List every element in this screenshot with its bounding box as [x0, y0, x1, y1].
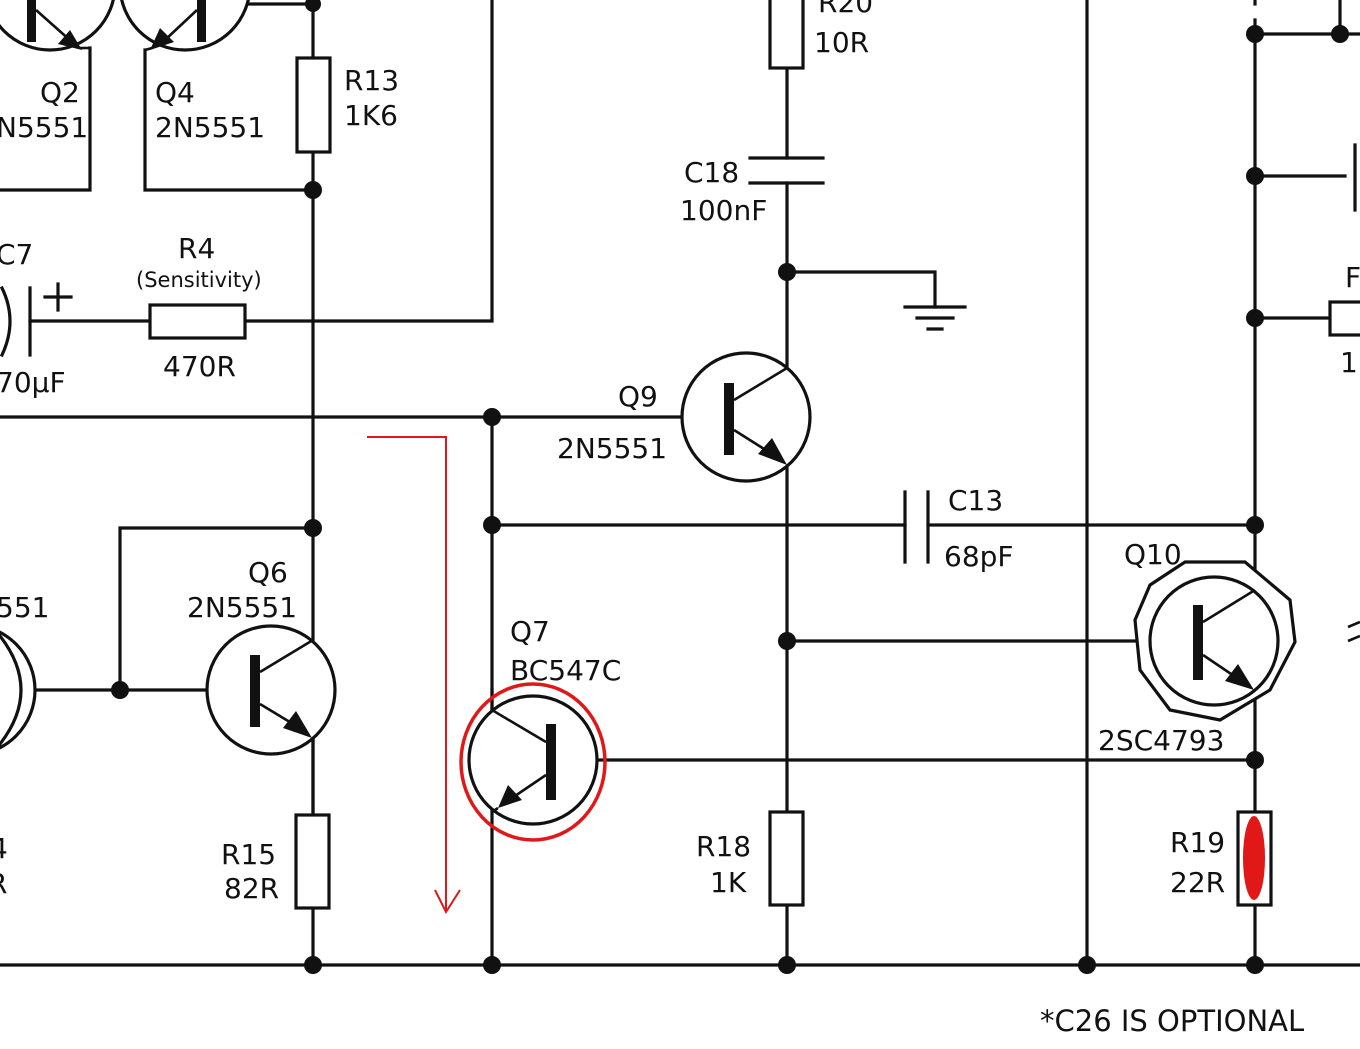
q4-part: 2N5551 [155, 111, 265, 144]
right-partial-1: 1( [1340, 346, 1360, 379]
q9-part: 2N5551 [557, 432, 667, 465]
r13-resistor [295, 56, 332, 154]
left-partial-r: R [0, 867, 7, 900]
c13-capacitor [903, 490, 930, 564]
r4-value: 470R [163, 350, 236, 383]
q2-ref: Q2 [40, 76, 80, 109]
q4-ref: Q4 [155, 76, 195, 109]
junction-dots [111, 0, 1349, 974]
r18-value: 1K [710, 866, 747, 899]
right-edge-symbol [1347, 620, 1360, 643]
r19-value: 22R [1170, 866, 1225, 899]
c7-value: 70µF [0, 366, 66, 399]
r20-value: 10R [814, 26, 869, 59]
r15-ref: R15 [221, 838, 276, 871]
r19-highlight [1243, 816, 1265, 900]
r15-resistor [294, 813, 331, 910]
r20-resistor [768, 0, 805, 70]
r18-resistor [768, 810, 805, 907]
q7-highlight-circle [459, 682, 607, 842]
r4-ref: R4 [178, 232, 215, 265]
r4-resistor [148, 303, 247, 340]
right-edge-resistor [1328, 300, 1360, 337]
wires [0, 0, 1360, 967]
c7-capacitor [0, 282, 73, 358]
c13-ref: C13 [948, 484, 1003, 517]
current-flow-arrow [367, 436, 447, 912]
q7-ref: Q7 [510, 615, 550, 648]
capacitors [0, 143, 1357, 564]
left-edge-transistor [0, 630, 37, 750]
q9-transistor [680, 351, 812, 483]
q10-part: 2SC4793 [1098, 724, 1224, 757]
c18-value: 100nF [680, 194, 767, 227]
q10-transistor [1133, 560, 1297, 722]
left-partial-4: 4 [0, 832, 8, 865]
q6-part: 2N5551 [187, 591, 297, 624]
q10-ref: Q10 [1124, 538, 1182, 571]
r18-ref: R18 [696, 830, 751, 863]
r19-ref: R19 [1170, 826, 1225, 859]
q4-transistor [120, 0, 250, 52]
c13-value: 68pF [944, 540, 1014, 573]
footnote: *C26 IS OPTIONAL [1040, 1004, 1304, 1038]
left-partial-551: 551 [0, 591, 49, 624]
r13-value: 1K6 [344, 99, 398, 132]
r15-value: 82R [224, 872, 279, 905]
c18-capacitor [748, 156, 825, 185]
r4-note: (Sensitivity) [136, 268, 262, 292]
q7-part: BC547C [510, 654, 621, 687]
right-partial-f: F [1345, 261, 1360, 294]
r20-ref: R20 [818, 0, 873, 19]
r13-ref: R13 [344, 64, 399, 97]
q9-ref: Q9 [618, 380, 658, 413]
q6-transistor [205, 624, 337, 756]
c7-ref: C7 [0, 238, 33, 271]
ground-symbol [903, 305, 967, 331]
q6-ref: Q6 [248, 556, 288, 589]
q2-part: N5551 [0, 111, 88, 144]
q7-transistor [467, 694, 599, 826]
q2-transistor [0, 0, 115, 52]
red-annotations [367, 436, 1265, 915]
c18-ref: C18 [684, 156, 739, 189]
